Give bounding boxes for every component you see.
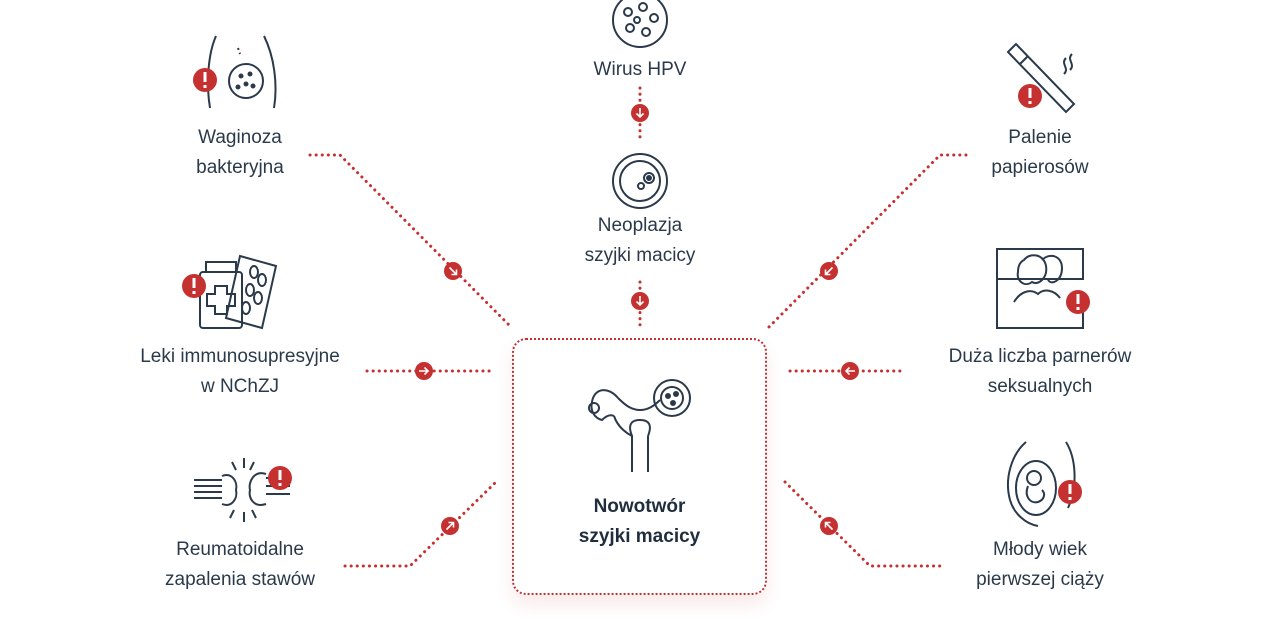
connector-waginoza <box>308 153 514 330</box>
pelvis-bacteria-icon <box>193 35 277 109</box>
center-node: Nowotwór szyjki macicy <box>512 338 767 595</box>
medication-icon <box>182 254 278 330</box>
cigarette-icon <box>1006 42 1076 114</box>
label-hpv: Wirus HPV <box>593 59 687 80</box>
couple-in-bed-icon <box>996 248 1090 329</box>
arrow-down-left-icon <box>820 262 838 280</box>
label-palenie: Palenie papierosów <box>991 127 1089 178</box>
label-partnerzy: Duża liczba parnerów seksualnych <box>948 346 1132 397</box>
arrow-up-left-icon <box>820 517 838 535</box>
label-waginoza: Waginoza bakteryjna <box>196 127 284 178</box>
connector-reumatoidalne <box>343 478 500 568</box>
connector-palenie <box>766 153 968 330</box>
label-reumatoidalne: Reumatoidalne zapalenia stawów <box>165 539 315 590</box>
arrow-right-icon <box>415 362 433 380</box>
connector-ciaza <box>783 480 944 568</box>
uterus-icon <box>588 379 691 472</box>
arrow-down-right-icon <box>444 262 462 280</box>
label-neoplazja: Neoplazja szyjki macicy <box>584 215 696 266</box>
arrow-down-icon <box>631 104 649 122</box>
arrow-down-icon <box>631 292 649 310</box>
pregnancy-icon <box>1006 441 1082 527</box>
inflamed-joint-icon <box>194 458 292 522</box>
virus-icon <box>612 0 668 48</box>
center-title: Nowotwór szyjki macicy <box>578 496 701 547</box>
label-leki: Leki immunosupresyjne w NChZJ <box>140 346 340 397</box>
arrow-up-right-icon <box>441 517 459 535</box>
arrow-left-icon <box>841 362 859 380</box>
label-ciaza: Młody wiek pierwszej ciąży <box>976 539 1104 590</box>
cell-icon <box>612 153 668 209</box>
